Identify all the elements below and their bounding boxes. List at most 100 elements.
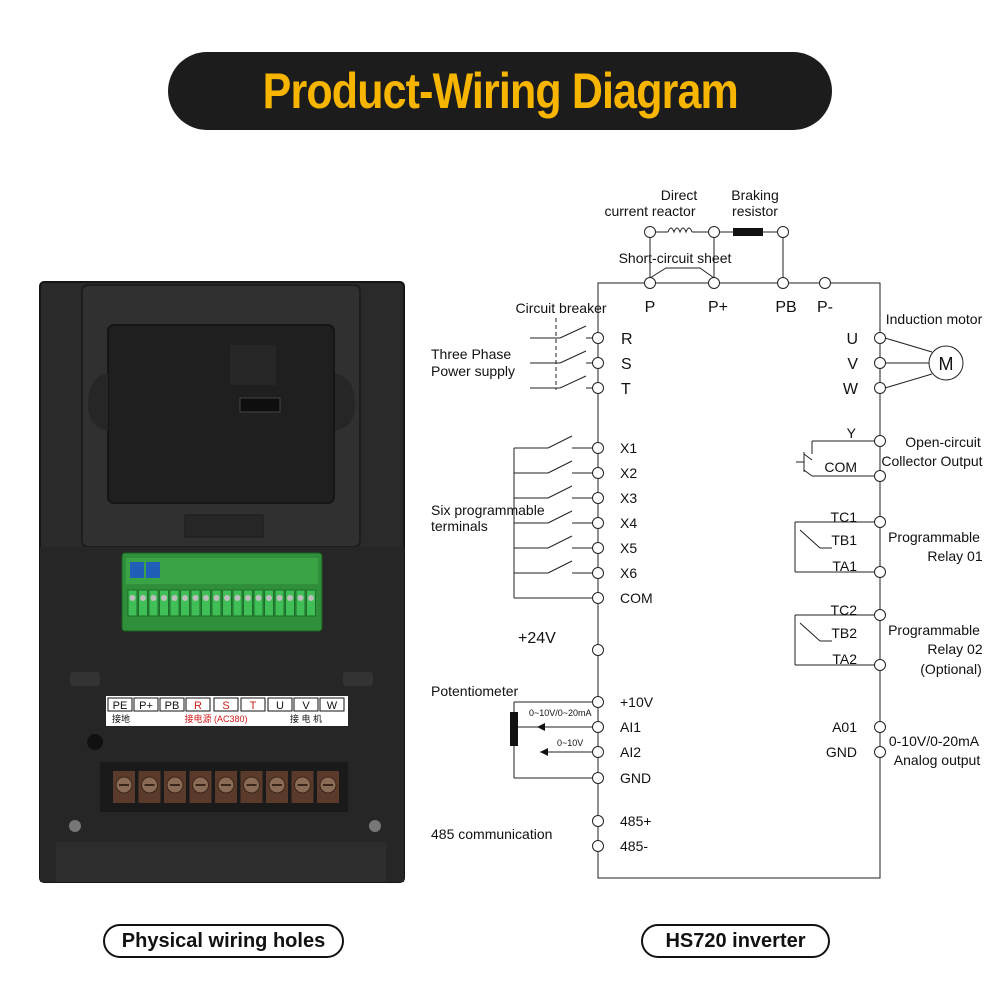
- control-terminal[interactable]: [201, 589, 211, 617]
- digital-input-label-4: X5: [620, 540, 637, 556]
- power-sublabel: 接电源 (AC380): [184, 713, 247, 724]
- left-terminal-circle[interactable]: [592, 815, 604, 827]
- left-terminal-circle[interactable]: [592, 332, 604, 344]
- control-terminal[interactable]: [274, 589, 285, 617]
- right-terminal-circle[interactable]: [874, 566, 886, 578]
- inverter-box: [597, 282, 881, 879]
- terminal-label-2: PB: [165, 700, 180, 712]
- motor-output-label-1: V: [847, 356, 858, 373]
- control-terminal[interactable]: [127, 589, 138, 617]
- three-phase-label-2: Power supply: [431, 363, 515, 379]
- control-terminal[interactable]: [222, 589, 232, 617]
- control-terminal[interactable]: [138, 589, 148, 617]
- resistor-label-1: Braking: [731, 187, 778, 203]
- left-terminal-circle[interactable]: [592, 592, 604, 604]
- motor-output-label-0: U: [846, 331, 858, 348]
- left-terminal-circle[interactable]: [592, 517, 604, 529]
- control-terminal[interactable]: [190, 589, 201, 617]
- dc-terminal-circle[interactable]: [644, 277, 656, 289]
- control-terminal[interactable]: [148, 589, 159, 617]
- resistor-label-2: resistor: [732, 203, 778, 219]
- oc-label-1: Open-circuit: [905, 434, 981, 450]
- control-terminal[interactable]: [253, 589, 264, 617]
- control-terminal[interactable]: [295, 589, 306, 617]
- relay2-label-1: Programmable: [888, 622, 980, 638]
- braking-resistor-symbol: [733, 228, 763, 236]
- potentiometer-label: Potentiometer: [431, 683, 518, 699]
- control-terminal[interactable]: [232, 589, 243, 617]
- six-terminals-label-2: terminals: [431, 518, 488, 534]
- dc-terminal-label-3: P-: [817, 299, 833, 316]
- page-title: Product-Wiring Diagram: [262, 63, 738, 119]
- top-terminal-circle[interactable]: [708, 226, 720, 238]
- right-terminal-circle[interactable]: [874, 332, 886, 344]
- terminal-label-0: PE: [113, 700, 128, 712]
- relay2-label-2: Relay 02: [927, 641, 982, 657]
- left-terminal-circle[interactable]: [592, 746, 604, 758]
- left-terminal-circle[interactable]: [592, 840, 604, 852]
- left-terminal-circle[interactable]: [592, 542, 604, 554]
- reactor-coil: [667, 227, 693, 234]
- right-terminal-circle[interactable]: [874, 659, 886, 671]
- right-terminal-circle[interactable]: [874, 609, 886, 621]
- control-terminal[interactable]: [306, 589, 316, 617]
- analog-out-label-2: Analog output: [894, 752, 981, 768]
- control-terminal[interactable]: [180, 589, 190, 617]
- relay1-label-2: Relay 01: [927, 548, 982, 564]
- circuit-breaker-label: Circuit breaker: [515, 300, 606, 316]
- left-terminal-circle[interactable]: [592, 567, 604, 579]
- dc-terminal-label-2: PB: [775, 299, 796, 316]
- diagram-caption: HS720 inverter: [641, 924, 830, 958]
- power-input-label-1: S: [621, 356, 632, 373]
- left-terminal-circle[interactable]: [592, 382, 604, 394]
- left-terminal-circle[interactable]: [592, 644, 604, 656]
- left-terminal-circle[interactable]: [592, 772, 604, 784]
- right-terminal-circle[interactable]: [874, 746, 886, 758]
- right-terminal-circle[interactable]: [874, 357, 886, 369]
- left-terminal-circle[interactable]: [592, 696, 604, 708]
- right-terminal-circle[interactable]: [874, 382, 886, 394]
- left-terminal-circle[interactable]: [592, 721, 604, 733]
- left-terminal-circle[interactable]: [592, 467, 604, 479]
- analog-input-label-3: GND: [620, 770, 651, 786]
- control-terminal[interactable]: [159, 589, 169, 617]
- dc-terminal-circle[interactable]: [819, 277, 831, 289]
- relay1-terminal-label-1: TB1: [831, 532, 857, 548]
- right-terminal-circle[interactable]: [874, 721, 886, 733]
- six-terminals-label-1: Six programmable: [431, 502, 545, 518]
- digital-input-label-1: X2: [620, 465, 637, 481]
- terminal-label-8: W: [327, 700, 338, 712]
- keypad-slot: [230, 345, 276, 385]
- left-terminal-circle[interactable]: [592, 442, 604, 454]
- dc-terminal-circle[interactable]: [777, 277, 789, 289]
- terminal-label-3: R: [194, 700, 202, 712]
- motor-symbol-label: M: [939, 354, 954, 374]
- rs485-terminal-label-1: 485-: [620, 838, 648, 854]
- control-terminal[interactable]: [264, 589, 274, 617]
- terminal-label-cell: [213, 697, 239, 712]
- control-terminal[interactable]: [243, 589, 253, 617]
- right-terminal-circle[interactable]: [874, 470, 886, 482]
- control-terminal[interactable]: [211, 589, 222, 617]
- analog-out-label-1: 0-10V/0-20mA: [889, 733, 980, 749]
- top-terminal-circle[interactable]: [777, 226, 789, 238]
- relay1-terminal-label-0: TC1: [831, 509, 858, 525]
- right-terminal-circle[interactable]: [874, 516, 886, 528]
- motor-circle: [928, 345, 964, 381]
- control-terminal[interactable]: [169, 589, 180, 617]
- relay2-terminal-label-0: TC2: [831, 602, 858, 618]
- terminal-label-cell: [185, 697, 211, 712]
- control-terminal[interactable]: [285, 589, 295, 617]
- analog-input-label-0: +10V: [620, 694, 654, 710]
- right-terminal-circle[interactable]: [874, 435, 886, 447]
- left-terminal-circle[interactable]: [592, 357, 604, 369]
- motor-output-label-2: W: [843, 381, 859, 398]
- relay2-label-3: (Optional): [920, 661, 981, 677]
- digital-input-label-5: X6: [620, 565, 637, 581]
- dc-terminal-circle[interactable]: [708, 277, 720, 289]
- terminal-label-7: V: [302, 700, 310, 712]
- left-terminal-circle[interactable]: [592, 492, 604, 504]
- top-terminal-circle[interactable]: [644, 226, 656, 238]
- digital-input-label-2: X3: [620, 490, 637, 506]
